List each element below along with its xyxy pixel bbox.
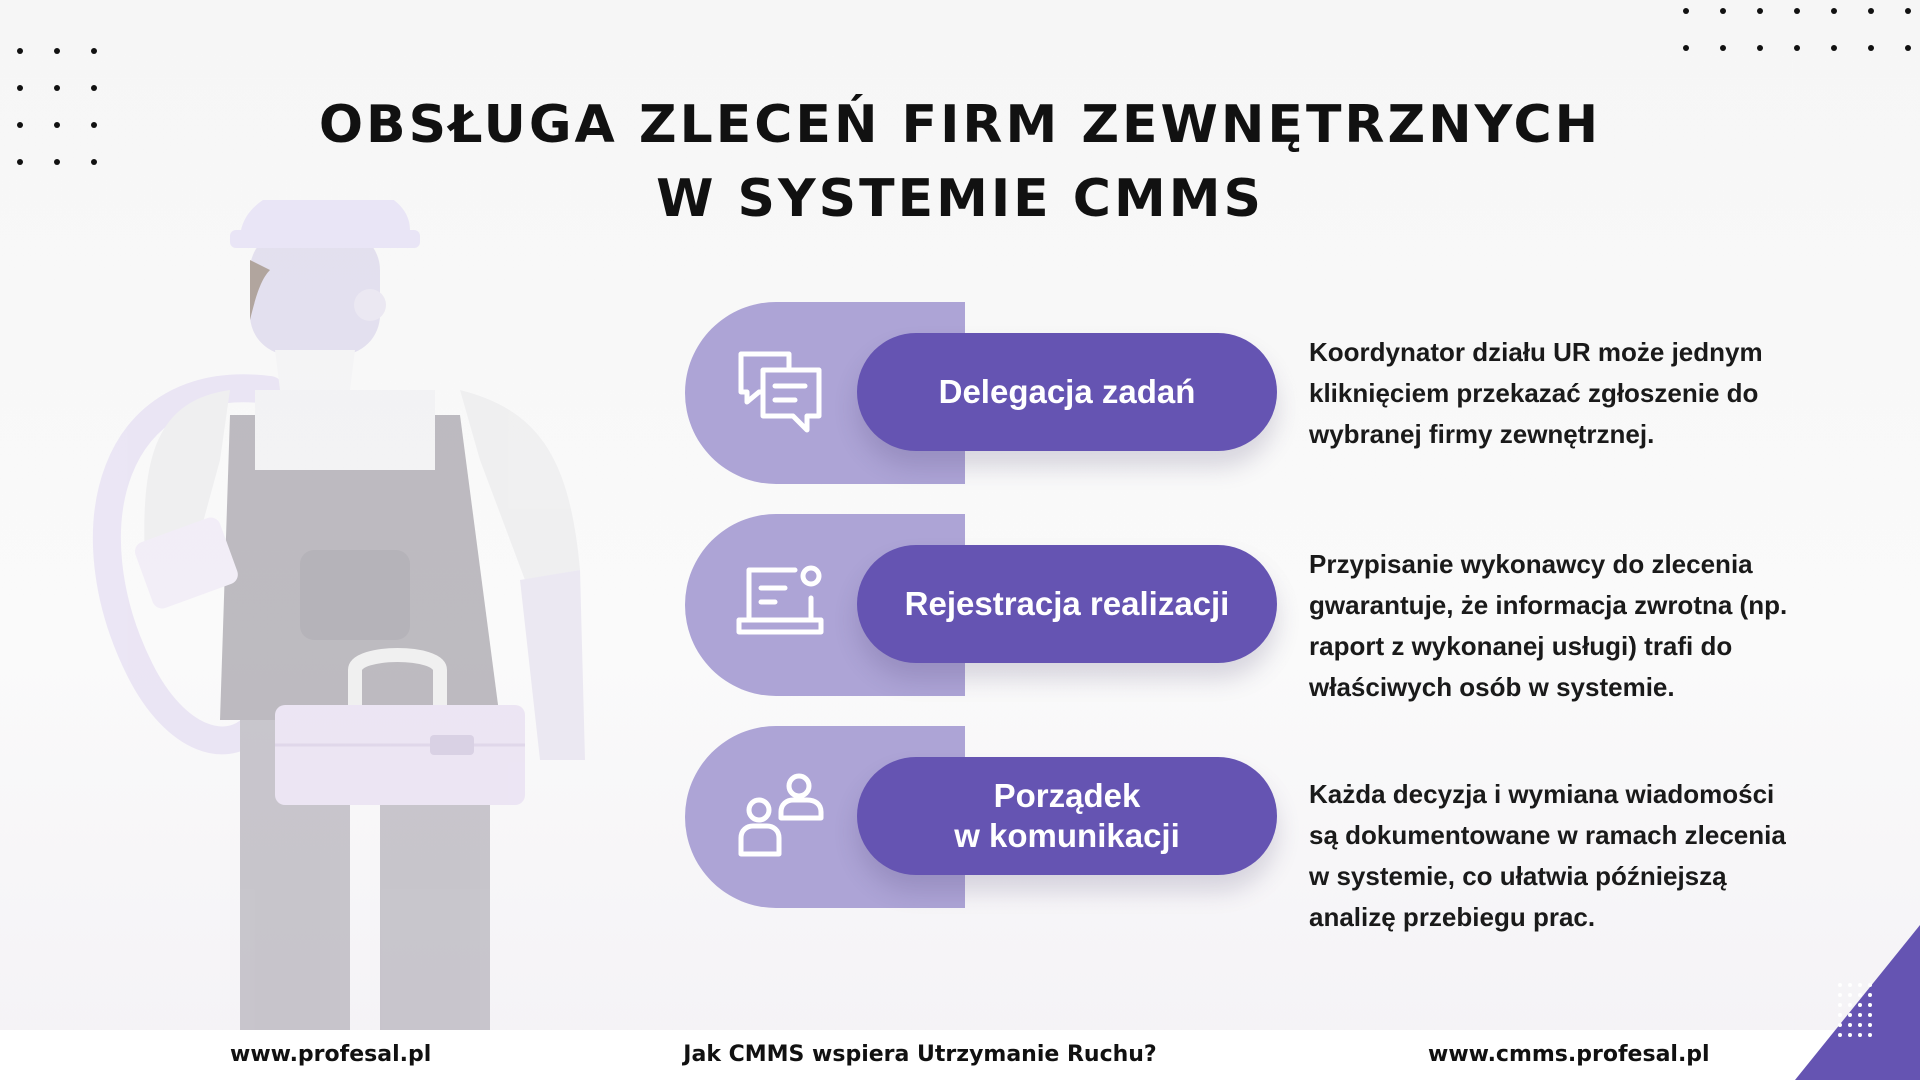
feature-row-delegation: Delegacja zadań Koordynator działu UR mo… [685,302,1805,484]
chat-bubbles-icon [738,351,822,433]
feature-pill-delegation: Delegacja zadań [857,333,1277,451]
corner-decoration [1795,925,1920,1080]
worker-illustration [92,200,585,1030]
users-icon [738,773,824,857]
feature-pill-registration: Rejestracja realizacji [857,545,1277,663]
footer: www.profesal.pl Jak CMMS wspiera Utrzyma… [0,1030,1920,1080]
feature-description: Przypisanie wykonawcy do zlecenia gwaran… [1309,549,1788,702]
feature-label-line-2: w komunikacji [954,817,1180,854]
laptop-icon [736,565,824,635]
footer-tagline: Jak CMMS wspiera Utrzymanie Ruchu? [683,1042,1157,1067]
footer-website-link[interactable]: www.profesal.pl [230,1042,432,1067]
feature-label-line-1: Porządek [993,777,1141,814]
dots-pattern-top-left [17,48,97,165]
footer-cmms-link[interactable]: www.cmms.profesal.pl [1428,1042,1710,1067]
feature-pill-communication: Porządek w komunikacji [857,757,1277,875]
dots-pattern-top-right [1683,8,1920,51]
feature-description: Koordynator działu UR może jednym klikni… [1309,337,1763,449]
feature-description: Każda decyzja i wymiana wiadomości są do… [1309,779,1786,932]
feature-row-communication: Porządek w komunikacji Każda decyzja i w… [685,726,1805,932]
feature-row-registration: Rejestracja realizacji Przypisanie wykon… [685,514,1805,702]
page-title-line-1: OBSŁUGA ZLECEŃ FIRM ZEWNĘTRZNYCH [318,95,1602,155]
feature-label: Rejestracja realizacji [904,585,1230,622]
page-title-line-2: W SYSTEMIE CMMS [656,169,1264,229]
page-title: OBSŁUGA ZLECEŃ FIRM ZEWNĘTRZNYCH W SYSTE… [0,88,1920,236]
feature-label: Delegacja zadań [938,373,1196,410]
